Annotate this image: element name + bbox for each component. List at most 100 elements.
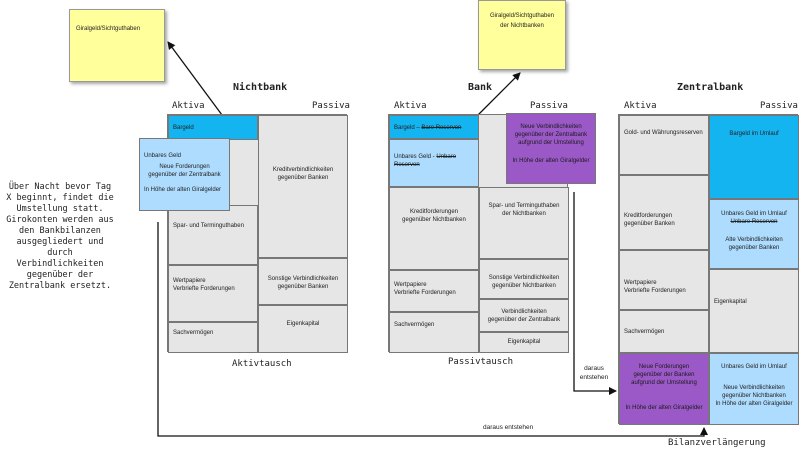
nb-eigenkapital: Eigenkapital xyxy=(258,305,348,353)
label-passiva-nichtbank: Passiva xyxy=(312,101,350,111)
b-bargeld-strike: Bare Reserven xyxy=(421,125,462,131)
arrow-bank-to-note xyxy=(477,72,521,116)
z-new-line2: Neue Verbindlichkeiten xyxy=(723,385,785,391)
arrow-nichtbank-to-note xyxy=(167,41,223,116)
z-bargeld-umlauf: Bargeld im Umlauf xyxy=(709,115,799,199)
z-new-line4: In Höhe der alten Giralgelder xyxy=(715,401,793,407)
balance-sheet-bank: Bargeld – Bare Reserven Unbares Geld - U… xyxy=(388,114,569,353)
b-eigen-label: Eigenkapital xyxy=(507,339,541,345)
z-unbares-geld: Unbares Geld im Umlauf Unbare Reserven A… xyxy=(709,199,799,269)
arrow-nichtbank-to-zentralbank xyxy=(157,222,708,437)
b-neue-line2: gegenüber der Zentralbank xyxy=(514,132,588,138)
b-kredit-line1: Kreditforderungen xyxy=(409,209,459,215)
nb-sonst-line1: Sonstige Verbindlichkeiten xyxy=(267,276,339,282)
b-sonst-line1: Sonstige Verbindlichkeiten xyxy=(488,275,560,281)
arrow-bank-to-zentralbank xyxy=(573,192,617,395)
nb-kredit-line1: Kreditverbindlichkeiten xyxy=(272,167,334,173)
b-spar-line1: Spar- und Terminguthaben xyxy=(488,203,560,209)
b-spar: Spar- und Terminguthaben der Nichtbanken xyxy=(479,187,569,259)
b-neue-line1: Neue Verbindlichkeiten xyxy=(520,124,582,130)
z-sach: Sachvermögen xyxy=(619,310,709,353)
b-kreditforderungen: Kreditforderungen gegenüber Nichtbanken xyxy=(389,187,479,270)
z-eigenkapital: Eigenkapital xyxy=(709,269,799,353)
caption-bilanzverlaengerung: Bilanzverlängerung xyxy=(668,438,766,448)
daraus-line1: daraus xyxy=(584,365,604,372)
nb-sach-label: Sachvermögen xyxy=(173,330,214,336)
nb-sonst-line2: gegenüber Banken xyxy=(277,284,329,290)
b-bargeld-prefix: Bargeld – xyxy=(394,125,422,131)
b-spar-line2: der Nichtbanken xyxy=(502,211,546,217)
nb-bargeld: Bargeld xyxy=(168,115,258,140)
b-zb-line1: Verbindlichkeiten xyxy=(501,309,547,315)
nb-wp-line2: Verbriefte Forderungen xyxy=(173,286,235,292)
title-zentralbank: Zentralbank xyxy=(677,82,744,93)
z-kredit-line1: Kreditforderungen xyxy=(624,213,673,219)
nb-unbares-geld: Unbares Geld Neue Forderungen gegenüber … xyxy=(139,138,230,211)
note-text-line2: der Nichtbanken xyxy=(500,23,544,29)
z-neue-forderungen: Neue Forderungen gegenüber der Banken au… xyxy=(619,353,709,425)
nb-sonstige: Sonstige Verbindlichkeiten gegenüber Ban… xyxy=(258,258,348,305)
label-aktiva-zentralbank: Aktiva xyxy=(624,101,657,111)
nb-kredit-line2: gegenüber Banken xyxy=(277,175,329,181)
nb-eigen-label: Eigenkapital xyxy=(286,321,320,327)
b-zb-line2: gegenüber der Zentralbank xyxy=(487,317,561,323)
label-passiva-bank: Passiva xyxy=(530,101,568,111)
b-wertpapiere: Wertpapiere Verbriefte Forderungen xyxy=(389,270,479,312)
nb-kredit: Kreditverbindlichkeiten gegenüber Banken xyxy=(258,115,348,258)
b-neue-line4: In Höhe der alten Giralgelder xyxy=(512,158,590,164)
b-unbares-prefix: Unbares Geld - xyxy=(394,154,437,160)
z-kredit-line2: gegenüber Banken xyxy=(624,221,675,227)
z-neue-line4: In Höhe der alten Giralgelder xyxy=(625,405,703,411)
z-unbares-line1: Unbares Geld im Umlauf xyxy=(721,211,787,217)
z-wp-line1: Wertpapiere xyxy=(624,280,657,286)
nb-unbares-line3: gegenüber der Zentralbank xyxy=(148,172,221,178)
z-neue-verbindlichkeiten: Unbares Geld im Umlauf Neue Verbindlichk… xyxy=(709,353,799,425)
b-eigenkapital: Eigenkapital xyxy=(479,332,569,353)
note-nichtbank-giralgeld: Giralgeld/Sichtguthaben xyxy=(69,9,165,82)
nb-unbares-line1: Unbares Geld xyxy=(144,153,182,159)
nb-wp-line1: Wertpapiere xyxy=(173,278,206,284)
b-bargeld: Bargeld – Bare Reserven xyxy=(389,115,479,139)
nb-spar-label: Spar- und Terminguthaben xyxy=(173,223,244,229)
nb-wertpapiere: Wertpapiere Verbriefte Forderungen xyxy=(168,265,258,322)
z-bargeld-label: Bargeld im Umlauf xyxy=(729,131,779,137)
note-text-line1: Giralgeld/Sichtguthaben xyxy=(489,13,555,19)
label-passiva-zentralbank: Passiva xyxy=(760,101,798,111)
z-wp-line2: Verbriefte Forderungen xyxy=(624,288,686,294)
balance-sheet-zentralbank: Gold- und Währungsreserven Kreditforderu… xyxy=(618,114,799,425)
z-neue-line2: gegenüber der Banken xyxy=(633,372,695,378)
caption-aktivtausch: Aktivtausch xyxy=(232,359,292,369)
z-sach-label: Sachvermögen xyxy=(624,329,665,335)
z-unbares-line3: Alte Verbindlichkeiten xyxy=(725,237,783,243)
z-unbares-line4: gegenüber Banken xyxy=(728,245,780,251)
z-eigen-label: Eigenkapital xyxy=(714,299,747,305)
b-sach-label: Sachvermögen xyxy=(394,322,435,328)
caption-passivtausch: Passivtausch xyxy=(448,357,514,367)
b-unbares-geld: Unbares Geld - Unbare Reserven xyxy=(389,139,479,187)
b-sonst-line2: gegenüber Nichtbanken xyxy=(492,283,556,289)
note-bank-giralgeld: Giralgeld/Sichtguthaben der Nichtbanken xyxy=(478,0,566,70)
nb-spar: Spar- und Terminguthaben xyxy=(168,205,258,265)
z-gold-label: Gold- und Währungsreserven xyxy=(624,130,703,136)
nb-unbares-line2: Neue Forderungen xyxy=(159,164,210,170)
b-sonstige: Sonstige Verbindlichkeiten gegenüber Nic… xyxy=(479,259,569,299)
nb-sach: Sachvermögen xyxy=(168,322,258,353)
z-kreditforderungen: Kreditforderungen gegenüber Banken xyxy=(619,175,709,250)
b-sach: Sachvermögen xyxy=(389,312,479,353)
side-note: Über Nacht bevor Tag X beginnt, findet d… xyxy=(6,182,114,291)
b-wp-line2: Verbriefte Forderungen xyxy=(394,290,456,296)
nb-unbares-line4: In Höhe der alten Giralgelder xyxy=(144,187,222,193)
b-neue-line3: aufgrund der Umstellung xyxy=(518,140,584,146)
b-wp-line1: Wertpapiere xyxy=(394,282,427,288)
note-text: Giralgeld/Sichtguthaben xyxy=(76,26,141,32)
z-gold: Gold- und Währungsreserven xyxy=(619,115,709,175)
z-wertpapiere: Wertpapiere Verbriefte Forderungen xyxy=(619,250,709,310)
z-new-line1: Unbares Geld im Umlauf xyxy=(721,364,787,370)
nb-bargeld-label: Bargeld xyxy=(173,125,194,131)
z-neue-line3: aufgrund der Umstellung xyxy=(631,380,697,386)
daraus-line2: entstehen xyxy=(579,374,609,381)
label-aktiva-bank: Aktiva xyxy=(394,101,427,111)
daraus-entstehen-bank: daraus entstehen xyxy=(574,364,614,382)
label-aktiva-nichtbank: Aktiva xyxy=(172,101,205,111)
